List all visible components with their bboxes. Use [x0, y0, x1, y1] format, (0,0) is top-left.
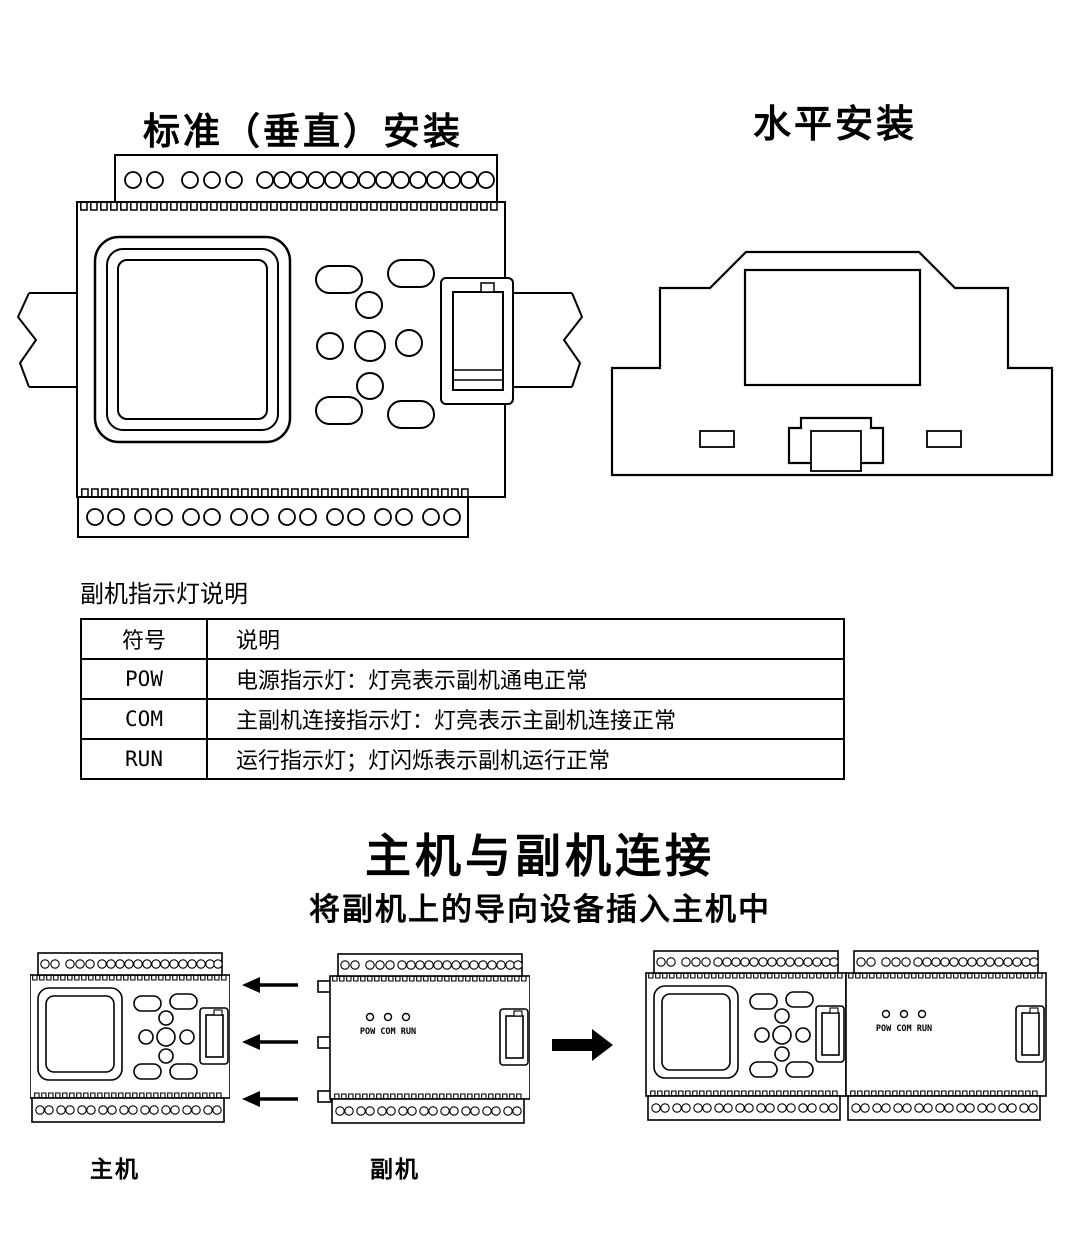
- terminal-screws-top: [124, 171, 495, 189]
- arrow-left-icon: [242, 977, 298, 993]
- desc-column-header: 说明: [206, 618, 845, 660]
- indicator-table: 符号 说明 POW 电源指示灯：灯亮表示副机通电正常 COM 主副机连接指示灯：…: [80, 618, 845, 780]
- symbol-cell-pow: POW: [80, 658, 208, 700]
- din-rail-right: [505, 292, 572, 388]
- mount-foot-right: [926, 430, 962, 448]
- symbol-cell-com: COM: [80, 698, 208, 740]
- connection-title: 主机与副机连接: [365, 830, 715, 882]
- vertical-install-diagram: [16, 154, 584, 538]
- table-row: COM 主副机连接指示灯：灯亮表示主副机连接正常: [80, 698, 845, 740]
- desc-cell-com: 主副机连接指示灯：灯亮表示主副机连接正常: [206, 698, 845, 740]
- rail-break-left: [16, 292, 38, 388]
- horizontal-install-diagram: [610, 250, 1054, 477]
- slave-indicator-labels: POW COM RUN: [360, 1027, 416, 1037]
- desc-cell-run: 运行指示灯；灯闪烁表示副机运行正常: [206, 738, 845, 780]
- master-device-diagram: [30, 952, 230, 1123]
- symbol-column-header: 符号: [80, 618, 208, 660]
- connection-subtitle: 将副机上的导向设备插入主机中: [309, 892, 771, 927]
- lcd-screen: [93, 235, 292, 444]
- arrow-left-icon: [242, 1034, 298, 1050]
- mount-foot-left: [699, 430, 735, 448]
- rail-break-right: [562, 292, 584, 388]
- table-row: POW 电源指示灯：灯亮表示副机通电正常: [80, 658, 845, 700]
- horizontal-install-title: 水平安装: [753, 104, 918, 147]
- desc-cell-pow: 电源指示灯：灯亮表示副机通电正常: [206, 658, 845, 700]
- insert-direction-arrows: [242, 977, 298, 1107]
- arrow-left-icon: [242, 1091, 298, 1107]
- din-rail-left: [29, 292, 77, 388]
- guide-pins: [317, 980, 332, 1103]
- slave-device-diagram: POW COM RUN: [317, 953, 530, 1124]
- table-row: RUN 运行指示灯；灯闪烁表示副机运行正常: [80, 738, 845, 780]
- master-label: 主机: [90, 1157, 140, 1182]
- symbol-cell-run: RUN: [80, 738, 208, 780]
- slave-label: 副机: [370, 1157, 420, 1182]
- indicator-section-heading: 副机指示灯说明: [80, 581, 248, 608]
- combined-devices-diagram: POW COM RUN: [645, 950, 1047, 1121]
- table-header-row: 符号 说明: [80, 618, 845, 660]
- keypad-buttons: [315, 259, 435, 429]
- arrow-right-icon: [552, 1029, 613, 1061]
- terminal-screws-bottom: [86, 508, 461, 526]
- vertical-install-title: 标准（垂直）安装: [143, 111, 463, 153]
- expansion-port: [440, 277, 514, 405]
- device-side-body: [743, 268, 922, 387]
- combined-indicator-labels: POW COM RUN: [876, 1024, 932, 1034]
